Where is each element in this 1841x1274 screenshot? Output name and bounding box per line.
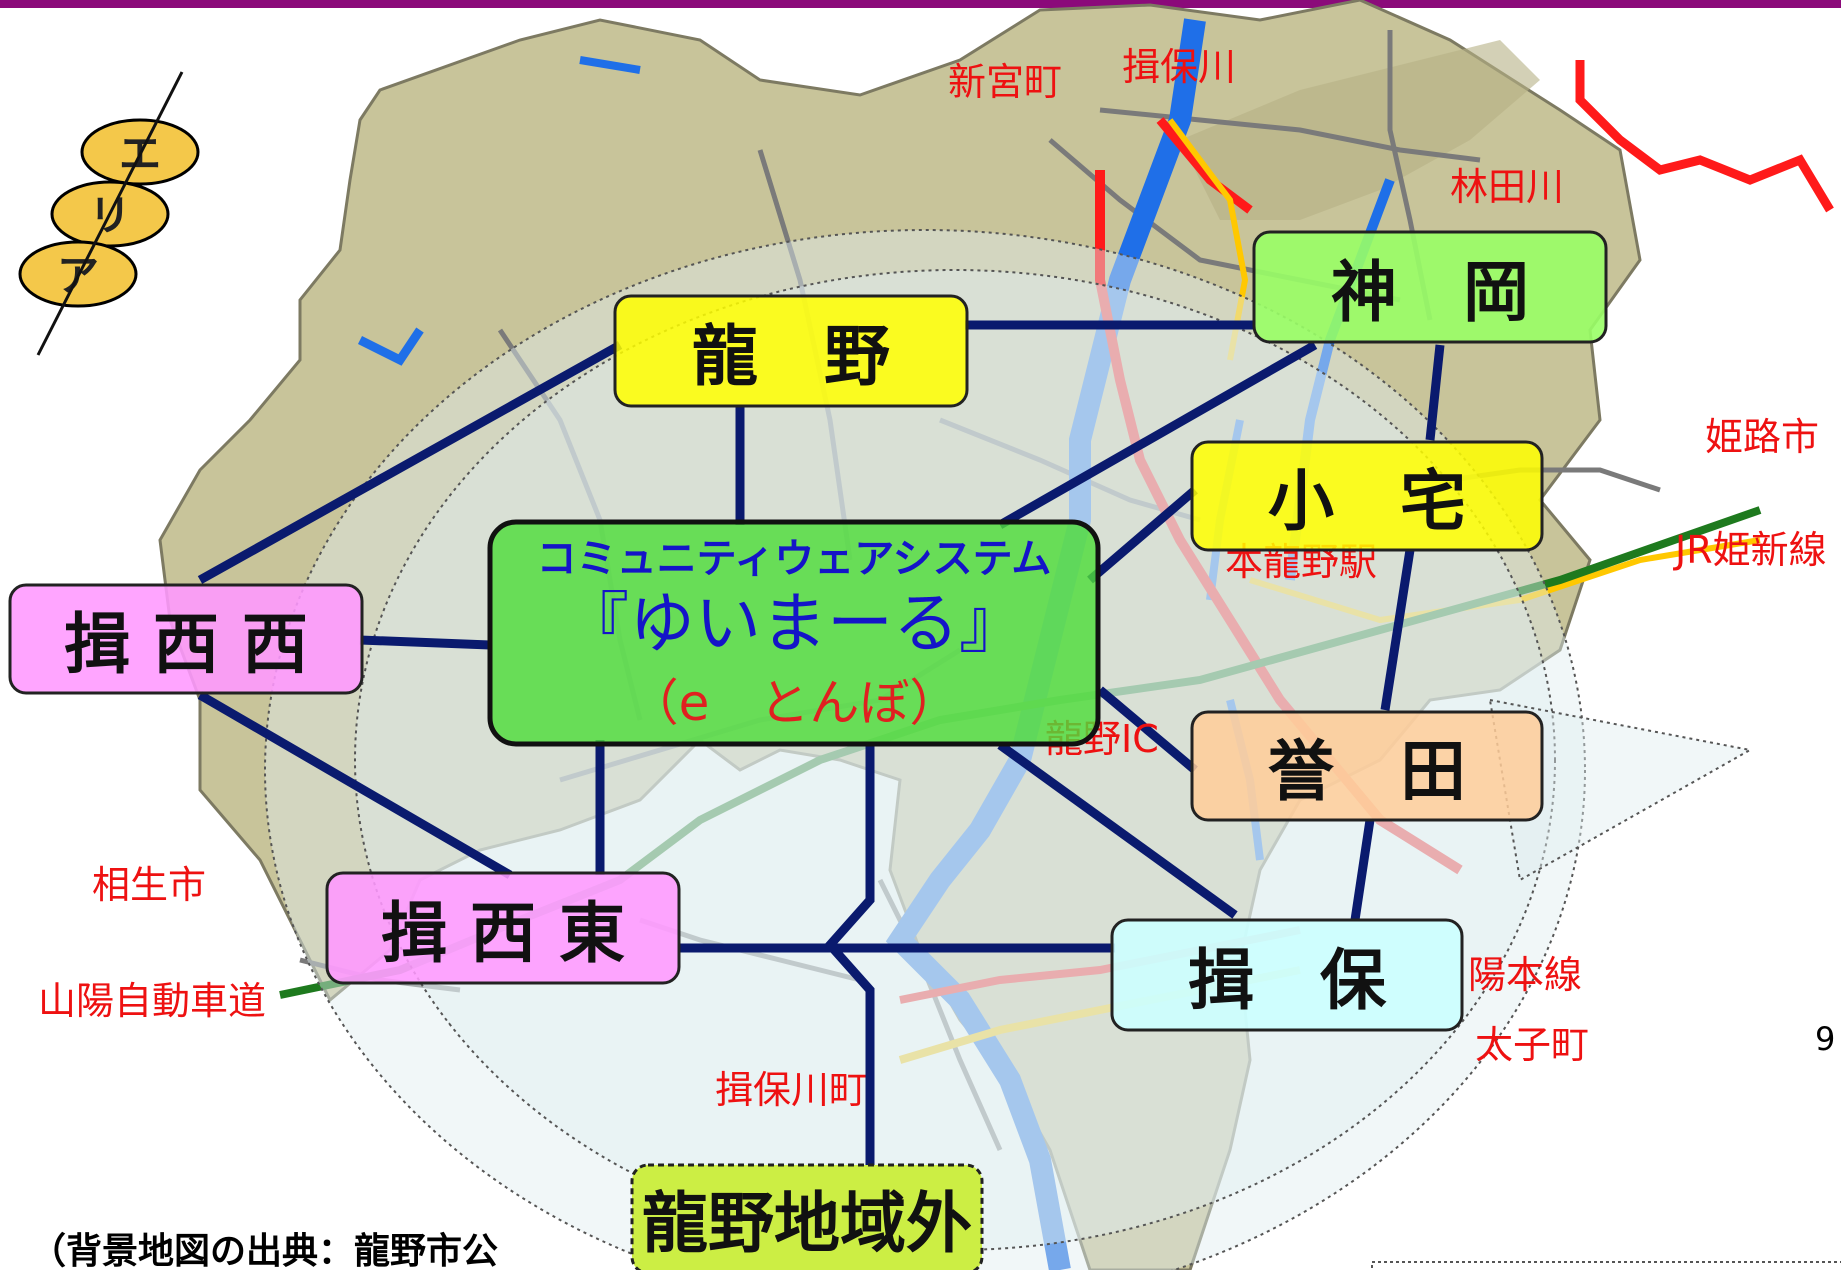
node-homareda-label: 誉 田 — [1268, 733, 1466, 810]
place-labels: 新宮町 揖保川 林田川 姫路市 JR姫新線 本龍野駅 龍野IC 相生市 山陽自動… — [38, 45, 1827, 1112]
label-sanyo-line: 陽本線 — [1468, 953, 1582, 997]
label-ibogawa-river: 揖保川 — [1122, 45, 1236, 89]
label-shingu: 新宮町 — [948, 60, 1062, 104]
label-ibogawa-town: 揖保川町 — [715, 1068, 867, 1112]
node-oyake: 小 宅 — [1190, 440, 1544, 552]
corner-frame — [1371, 1261, 1841, 1273]
node-ibo: 揖 保 — [1110, 918, 1464, 1032]
node-outside: 龍野地域外 — [630, 1163, 984, 1274]
source-note: （背景地図の出典：龍野市公 — [30, 1231, 499, 1272]
node-ibosai-nishi-label: 揖 西 西 — [64, 606, 308, 683]
node-ibosai-higashi: 揖 西 東 — [325, 871, 681, 985]
central-line3: （e とんぼ） — [629, 674, 960, 732]
area-slash — [36, 71, 184, 356]
node-outside-label: 龍野地域外 — [642, 1185, 972, 1262]
node-ibosai-nishi: 揖 西 西 — [8, 583, 364, 695]
network-links — [197, 320, 1445, 1170]
central-system-box: コミュニティウェアシステム 『ゆいまーる』 （e とんぼ） — [487, 519, 1101, 747]
label-jr-kishin: JR姫新線 — [1673, 528, 1827, 572]
node-oyake-label: 小 宅 — [1268, 463, 1466, 540]
node-tatsuno-label: 龍 野 — [692, 318, 890, 395]
label-taishi: 太子町 — [1475, 1023, 1589, 1067]
node-tatsuno: 龍 野 — [613, 294, 969, 408]
header-bar — [0, 0, 1841, 8]
node-ibosai-higashi-label: 揖 西 東 — [381, 895, 625, 972]
node-ibo-label: 揖 保 — [1188, 942, 1387, 1019]
central-line1: コミュニティウェアシステム — [537, 536, 1052, 582]
rail-lines — [898, 60, 1834, 1064]
label-himeji: 姫路市 — [1705, 415, 1819, 459]
node-homareda: 誉 田 — [1190, 710, 1544, 822]
node-kamioka-label: 神 岡 — [1331, 254, 1529, 331]
node-kamioka: 神 岡 — [1252, 230, 1608, 344]
label-hayashida: 林田川 — [1450, 165, 1564, 209]
label-sanyo-expressway: 山陽自動車道 — [38, 979, 266, 1023]
area-badge: エ リ ア — [18, 71, 200, 356]
label-aioi: 相生市 — [92, 863, 206, 907]
page-number: 9 — [1815, 1020, 1836, 1058]
central-line2: 『ゆいまーる』 — [563, 585, 1025, 662]
